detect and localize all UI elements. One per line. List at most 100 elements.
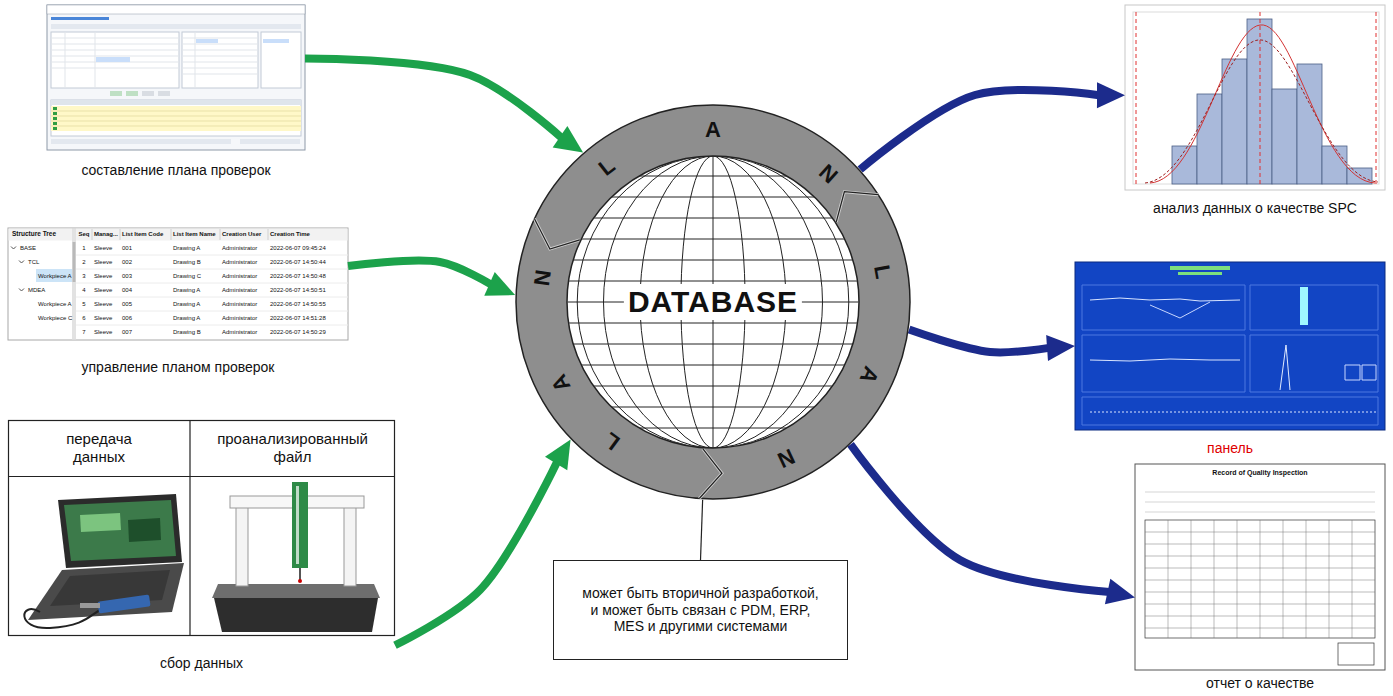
flow-arrow bbox=[348, 261, 515, 296]
table-cell: Drawing A bbox=[171, 297, 220, 311]
screenshot-figure: управление планом проверок bbox=[8, 228, 348, 380]
table-cell: Drawing A bbox=[171, 241, 220, 255]
caption: составление плана проверок bbox=[47, 162, 305, 179]
spc-histogram bbox=[1145, 40, 1378, 183]
table-cell: Sleeve bbox=[92, 311, 120, 325]
table-cell: Administrator bbox=[220, 241, 268, 255]
table-cell: 006 bbox=[120, 311, 171, 325]
plan-screenshot bbox=[261, 32, 301, 88]
tree-item: Workpiece A bbox=[36, 297, 72, 311]
arrow-head bbox=[1105, 579, 1135, 604]
table-cell: Administrator bbox=[220, 269, 268, 283]
arrow-head bbox=[1097, 82, 1125, 108]
screenshot-figure: панель bbox=[1075, 262, 1385, 462]
table-header: List Item Name bbox=[171, 228, 220, 240]
table-cell: Drawing B bbox=[171, 325, 220, 339]
quality-report bbox=[1145, 492, 1375, 512]
caption: панель bbox=[1075, 440, 1385, 457]
cmm-illustration bbox=[298, 579, 302, 583]
tree-item: BASE bbox=[18, 241, 72, 255]
plan-table-screenshot bbox=[8, 228, 348, 340]
tree-item: Workpiece C bbox=[36, 311, 72, 325]
table-cell: 004 bbox=[120, 283, 171, 297]
laptop-illustration bbox=[80, 603, 100, 608]
flow-arrow bbox=[395, 440, 571, 646]
table-cell: 2022-06-07 14:50:48 bbox=[268, 269, 346, 283]
flow-arrow bbox=[860, 82, 1125, 169]
dashboard-panel bbox=[1178, 272, 1222, 275]
collection-table-frame bbox=[9, 421, 395, 636]
table-cell: 003 bbox=[120, 269, 171, 283]
table-cell: 007 bbox=[120, 325, 171, 339]
flow-arrow bbox=[909, 330, 1075, 361]
flow-arrow bbox=[305, 58, 583, 152]
tree-item: Workpiece A bbox=[36, 269, 72, 283]
collection-table-frame bbox=[9, 421, 395, 636]
cmm-illustration bbox=[214, 598, 378, 632]
globe-grid bbox=[567, 156, 859, 448]
dashboard-panel bbox=[1082, 285, 1378, 425]
connector-line bbox=[305, 58, 562, 137]
plan-table-screenshot bbox=[11, 247, 24, 292]
plan-table-screenshot bbox=[36, 269, 72, 282]
table-cell: Administrator bbox=[220, 255, 268, 269]
leader-line bbox=[701, 500, 703, 560]
spc-histogram bbox=[1133, 12, 1379, 184]
table-cell: 2022-06-07 14:51:28 bbox=[268, 311, 346, 325]
spc-histogram bbox=[1136, 12, 1376, 184]
database-title: DATABASE bbox=[624, 284, 802, 320]
plan-screenshot bbox=[53, 112, 57, 115]
plan-screenshot bbox=[53, 117, 57, 120]
laptop-illustration bbox=[97, 594, 150, 613]
tree-item: MDEA bbox=[26, 283, 72, 297]
table-cell: Sleeve bbox=[92, 325, 120, 339]
spc-histogram bbox=[1172, 19, 1372, 184]
plan-table-screenshot bbox=[9, 229, 73, 241]
plan-screenshot bbox=[196, 39, 218, 43]
spc-histogram bbox=[1150, 25, 1375, 183]
laptop-illustration bbox=[24, 609, 100, 628]
table-cell: 7 bbox=[76, 325, 92, 339]
plan-table-screenshot bbox=[73, 242, 76, 282]
screenshot-figure: составление плана проверок bbox=[47, 5, 305, 183]
dashboard-panel bbox=[1075, 262, 1385, 430]
connector-line bbox=[909, 330, 1049, 353]
quality-report bbox=[1145, 520, 1375, 638]
ring-notch bbox=[836, 192, 878, 222]
plan-screenshot bbox=[53, 107, 57, 110]
arrow-head bbox=[545, 440, 571, 471]
data-collection-table: сбор данныхпередача данныхпроанализирова… bbox=[8, 420, 395, 676]
table-cell: 4 bbox=[76, 283, 92, 297]
plan-screenshot bbox=[51, 111, 301, 126]
ring-notch bbox=[699, 449, 722, 499]
plan-screenshot bbox=[182, 32, 258, 88]
cmm-illustration bbox=[344, 506, 356, 586]
plan-screenshot bbox=[158, 91, 170, 96]
table-header: Manag... bbox=[92, 228, 120, 240]
table-header: Creation Time bbox=[268, 228, 346, 240]
ring bbox=[516, 105, 910, 499]
plan-screenshot bbox=[263, 39, 289, 43]
plan-screenshot bbox=[51, 32, 179, 88]
table-cell: 5 bbox=[76, 297, 92, 311]
connector-line bbox=[395, 462, 557, 645]
flow-arrow bbox=[851, 444, 1135, 604]
cmm-illustration bbox=[299, 568, 301, 580]
table-cell: 2022-06-07 14:50:29 bbox=[268, 325, 346, 339]
plan-table-screenshot bbox=[76, 229, 348, 241]
dashboard-panel bbox=[1090, 412, 1378, 413]
dashboard-panel bbox=[1150, 302, 1210, 318]
plan-screenshot bbox=[51, 100, 301, 105]
dashboard-panel bbox=[1345, 365, 1376, 380]
table-cell: Administrator bbox=[220, 311, 268, 325]
plan-screenshot bbox=[96, 57, 130, 62]
dashboard-panel bbox=[1075, 262, 1385, 430]
cmm-illustration bbox=[212, 482, 380, 632]
plan-screenshot bbox=[53, 127, 57, 130]
spc-histogram bbox=[1222, 59, 1247, 184]
laptop-illustration bbox=[64, 500, 176, 561]
plan-screenshot bbox=[142, 91, 154, 96]
quality-report bbox=[1135, 464, 1385, 670]
table-cell: 2022-06-07 14:50:51 bbox=[268, 283, 346, 297]
